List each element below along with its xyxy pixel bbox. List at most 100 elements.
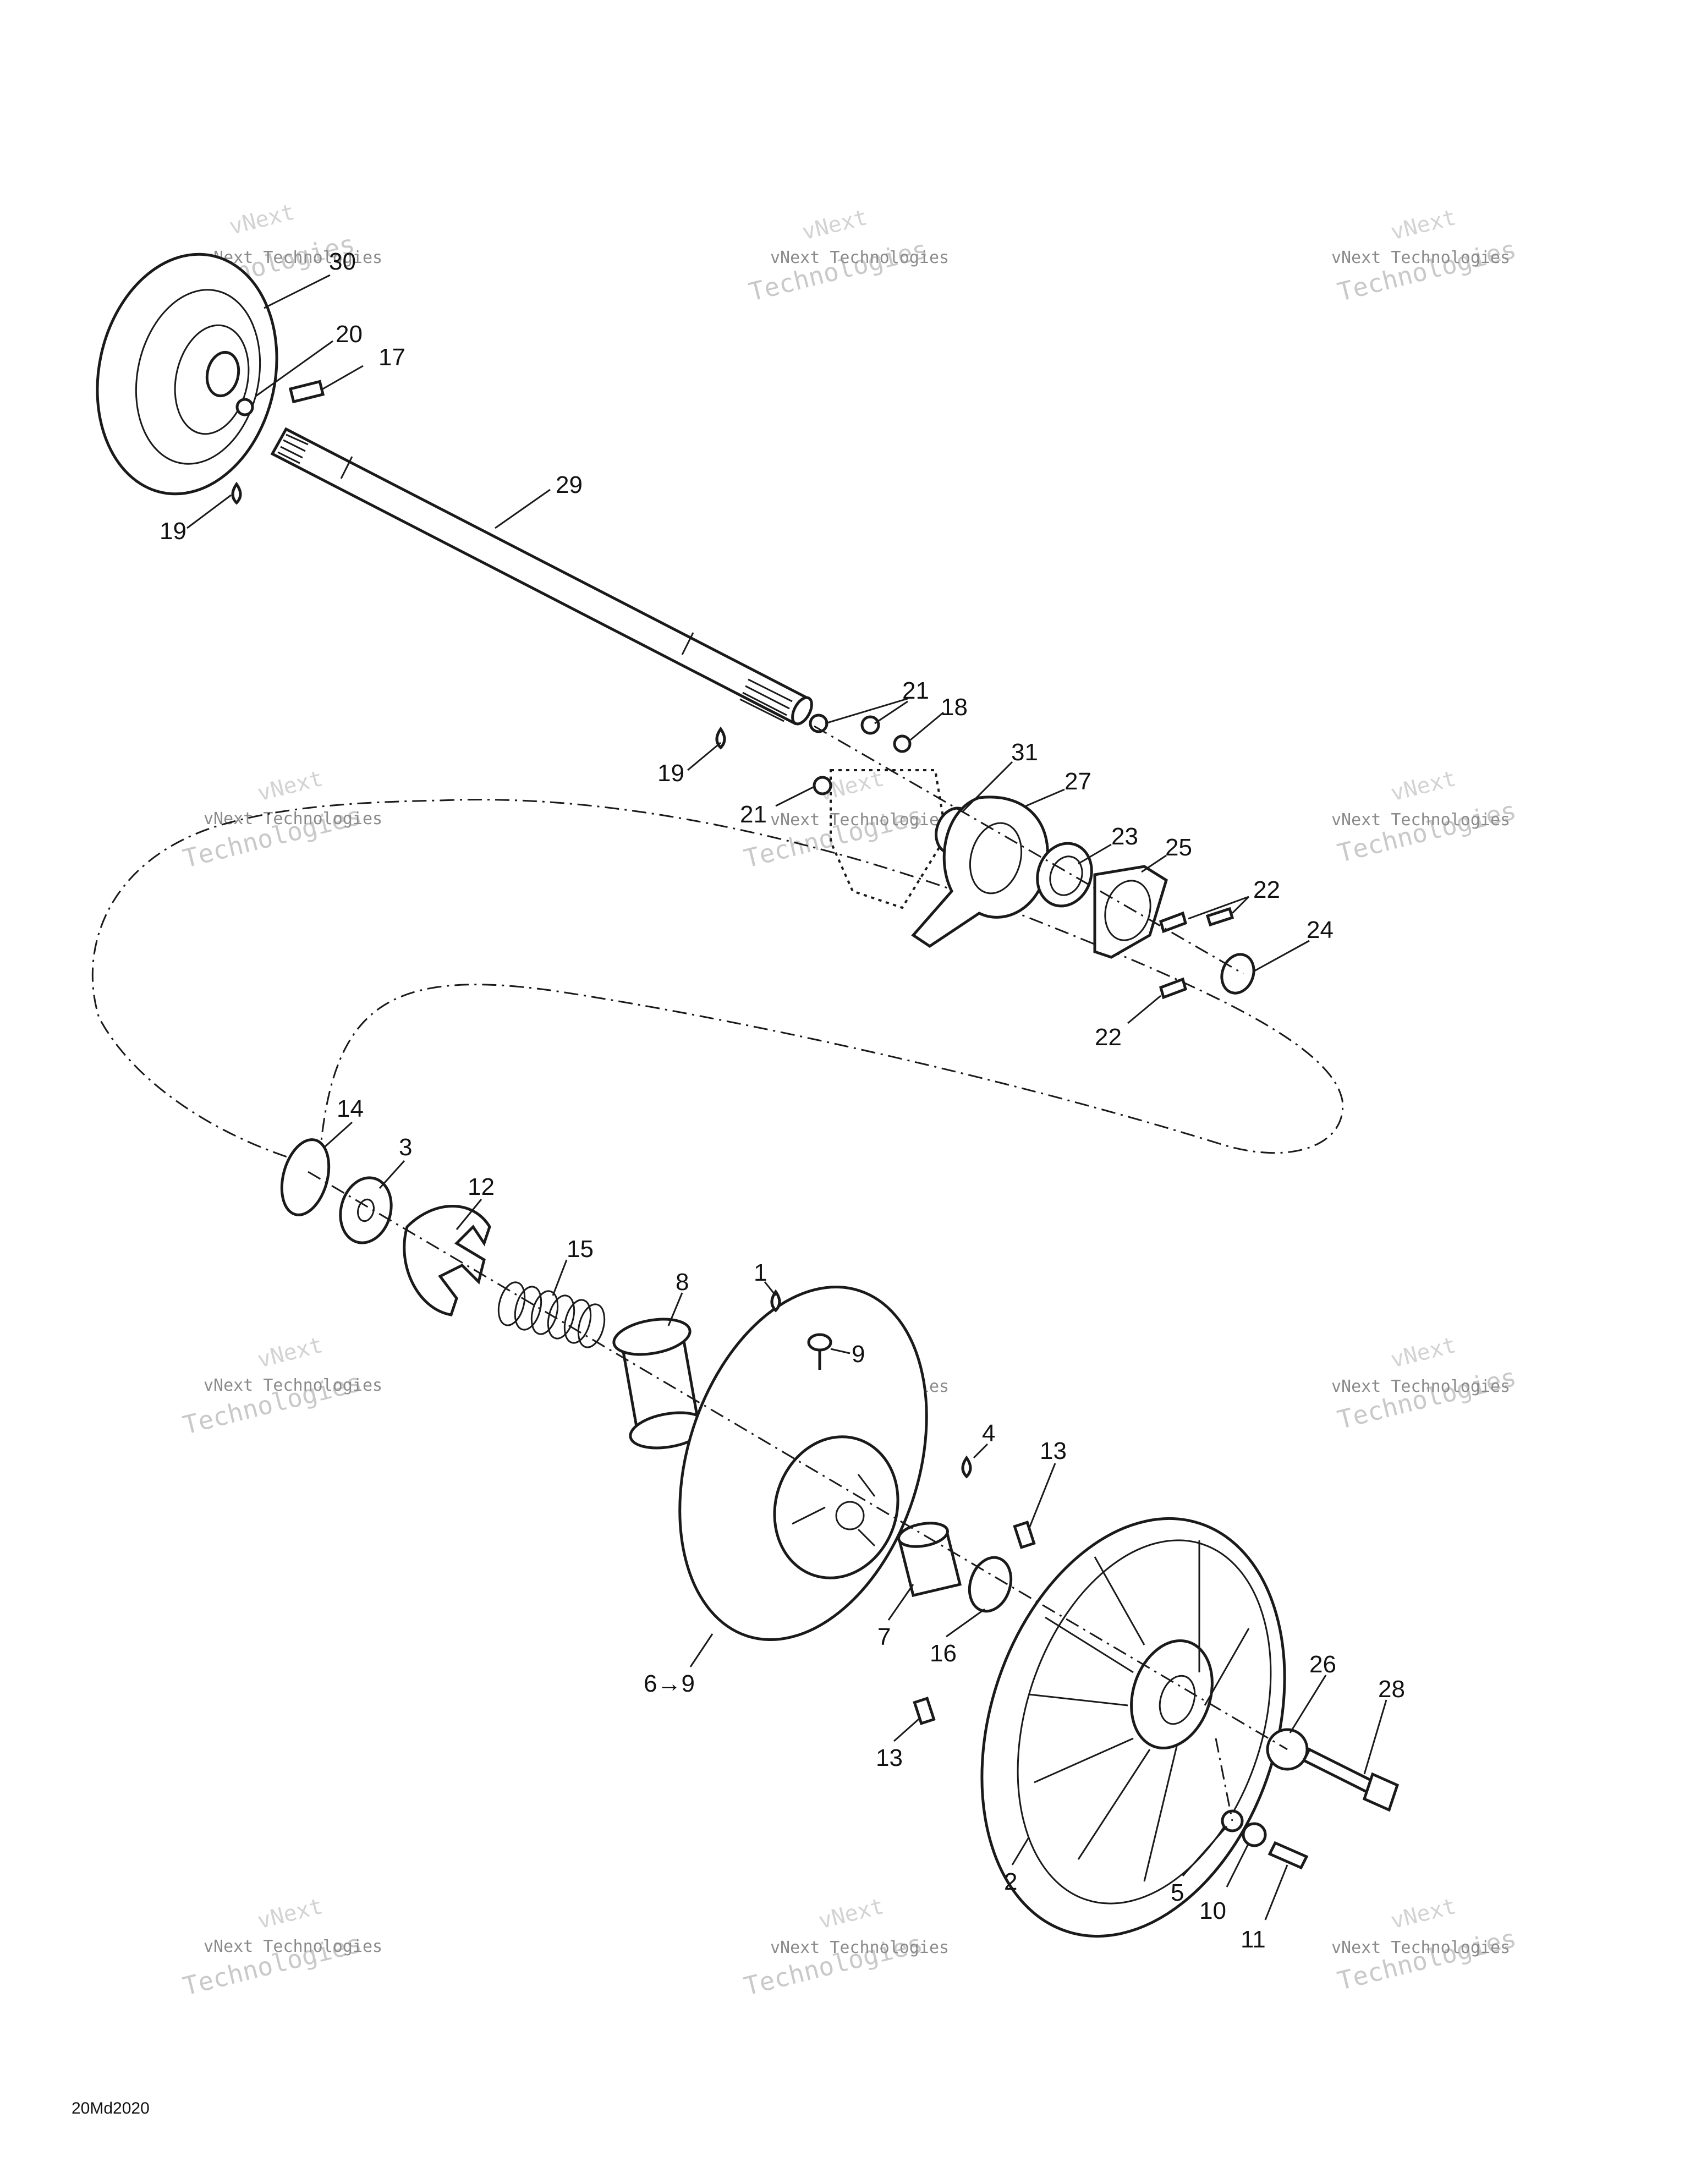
part-18-washer	[893, 734, 912, 753]
part-8-cover-ring	[612, 1318, 708, 1450]
part-13-key	[1013, 1521, 1036, 1549]
part-27-plate	[911, 795, 1049, 948]
callout-25: 25	[1165, 834, 1192, 861]
watermark-text: vNext Technologies	[1331, 1938, 1510, 1957]
callout-28: 28	[1378, 1676, 1405, 1703]
part-23-bearing	[1036, 842, 1093, 908]
callout-12: 12	[468, 1173, 495, 1200]
part-22-bolt	[1159, 977, 1188, 1000]
svg-text:vNext: vNext	[816, 1894, 886, 1934]
part-21-nut	[860, 715, 880, 735]
watermark-text: vNext Technologies	[1331, 1377, 1510, 1396]
part-21-nut	[813, 776, 832, 795]
callout-2: 2	[1004, 1868, 1017, 1895]
callout-30: 30	[329, 248, 356, 275]
callout-27: 27	[1065, 768, 1091, 795]
callout-5: 5	[1171, 1879, 1184, 1906]
callout-22: 22	[1095, 1024, 1122, 1051]
callout-19: 19	[657, 760, 684, 787]
drive-belt-outline	[91, 799, 1344, 1167]
callout-15: 15	[567, 1236, 594, 1263]
callout-21: 21	[902, 677, 929, 704]
svg-text:Technologies: Technologies	[1335, 1362, 1519, 1435]
callout-8: 8	[676, 1269, 689, 1296]
part-6-sliding-sheave	[678, 1286, 928, 1641]
part-22-bolt	[1205, 907, 1234, 927]
bearing-bracket-dotted	[830, 769, 948, 909]
part-7-bushing	[897, 1522, 962, 1597]
callout-7: 7	[877, 1623, 891, 1650]
callout-31: 31	[1011, 739, 1038, 766]
watermark-text: vNext Technologies	[770, 1938, 949, 1957]
watermark-text: vNext Technologies	[1331, 810, 1510, 830]
svg-text:vNext: vNext	[799, 205, 870, 245]
callout-21: 21	[740, 801, 767, 828]
watermark-text: vNext Technologies	[204, 809, 382, 828]
svg-text:vNext: vNext	[255, 1332, 325, 1373]
part-29-drive-shaft	[270, 427, 813, 726]
part-1-grease-drop	[770, 1289, 781, 1313]
part-13-key	[913, 1697, 936, 1725]
part-19-grease-drop	[715, 726, 726, 750]
watermark-text: vNext Technologies	[204, 1937, 382, 1956]
part-20-set-screw	[235, 398, 254, 416]
part-2-fixed-sheave	[980, 1517, 1286, 1938]
callout-20: 20	[336, 321, 363, 348]
watermark-text: vNext Technologies	[204, 1376, 382, 1395]
part-19-grease-drop	[231, 481, 242, 505]
part-11-screw	[1268, 1841, 1309, 1870]
callout-16: 16	[930, 1640, 957, 1667]
svg-text:vNext: vNext	[1388, 1332, 1458, 1373]
callout-4: 4	[982, 1420, 995, 1447]
svg-text:vNext: vNext	[255, 1894, 325, 1934]
callout-17: 17	[378, 344, 405, 371]
svg-text:vNext: vNext	[255, 766, 325, 806]
svg-text:Technologies: Technologies	[1335, 795, 1519, 868]
leader-lines	[186, 274, 1387, 1920]
part-30-pulley-disc	[96, 253, 278, 496]
part-22-bolt	[1159, 911, 1188, 934]
callout-23: 23	[1111, 823, 1138, 850]
callout-13: 13	[876, 1744, 903, 1771]
part-24-cap	[1220, 953, 1255, 995]
axis-line-upper	[814, 725, 1244, 975]
callout-22: 22	[1253, 876, 1280, 903]
callout-14: 14	[337, 1095, 364, 1122]
watermarks: vNext Technologies vNext Technologies vN…	[173, 199, 1519, 2001]
part-28-bolt	[1302, 1747, 1400, 1812]
diagram-code: 20Md2020	[72, 2099, 150, 2117]
callout-9: 9	[852, 1341, 865, 1368]
callout-3: 3	[399, 1134, 412, 1161]
svg-text:vNext: vNext	[1388, 205, 1458, 245]
callout-29: 29	[556, 471, 583, 498]
svg-text:vNext: vNext	[227, 199, 297, 240]
watermark-text: vNext Technologies	[770, 810, 949, 830]
part-3-washer	[339, 1176, 393, 1244]
callout-19: 19	[160, 518, 186, 545]
part-17-key	[288, 380, 325, 404]
callout-13: 13	[1040, 1437, 1067, 1464]
callout-24: 24	[1307, 917, 1334, 943]
axis-line-bolt	[1215, 1738, 1233, 1821]
callout-10: 10	[1199, 1897, 1226, 1924]
callout-6-9: 6→9	[644, 1670, 695, 1697]
part-10-nut	[1242, 1822, 1267, 1847]
svg-text:Technologies: Technologies	[1335, 1923, 1519, 1996]
part-16-washer	[968, 1556, 1013, 1613]
part-12-cam	[403, 1205, 491, 1316]
part-14-retaining-ring	[280, 1138, 331, 1216]
callout-labels: 30 20 17 29 19 19 21 18 31 27 21 23 25 2…	[160, 248, 1405, 1953]
callout-11: 11	[1241, 1926, 1266, 1953]
svg-text:vNext: vNext	[1388, 766, 1458, 806]
svg-text:vNext: vNext	[1388, 1894, 1458, 1934]
callout-18: 18	[941, 694, 968, 721]
callout-26: 26	[1309, 1651, 1336, 1678]
part-4-grease-drop	[961, 1455, 972, 1479]
watermark-text: vNext Technologies	[770, 248, 949, 267]
callout-1: 1	[754, 1259, 767, 1286]
svg-text:Technologies: Technologies	[746, 234, 931, 307]
part-25-flange-housing	[1093, 865, 1168, 959]
watermark-text: vNext Technologies	[1331, 248, 1510, 267]
svg-text:Technologies: Technologies	[1335, 234, 1519, 307]
